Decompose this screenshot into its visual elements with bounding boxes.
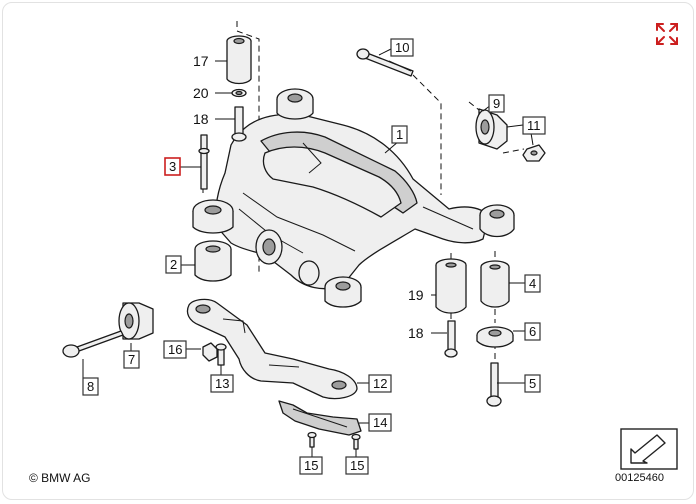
callout-part-15-right[interactable]: 15 [345, 456, 369, 475]
label-part-14: 14 [373, 415, 387, 430]
part-12-bracket [186, 298, 358, 400]
part-8-long-bolt [62, 330, 124, 358]
callout-part-14[interactable]: 14 [368, 413, 392, 432]
callout-part-15-left[interactable]: 15 [299, 456, 323, 475]
part-3-stud [198, 134, 210, 190]
arrow-icon [620, 428, 678, 470]
label-part-11: 11 [527, 118, 541, 133]
part-17-rubber-mount [226, 35, 252, 85]
part-15-screws [307, 431, 361, 450]
label-part-20: 20 [193, 85, 209, 101]
label-part-7: 7 [128, 352, 135, 367]
callout-part-1[interactable]: 1 [391, 125, 408, 144]
label-part-8: 8 [87, 379, 94, 394]
part-11-nut [522, 144, 546, 162]
label-part-13: 13 [215, 376, 229, 391]
label-part-9: 9 [493, 96, 500, 111]
callout-part-11[interactable]: 11 [522, 116, 546, 135]
part-7-bushing [118, 302, 154, 340]
expand-icon[interactable] [654, 21, 680, 47]
label-part-1: 1 [396, 127, 403, 142]
label-part-2: 2 [170, 257, 177, 272]
part-6-mount [476, 326, 514, 348]
part-10-long-bolt [356, 48, 414, 77]
document-number: 00125460 [615, 472, 664, 484]
part-20-washer [231, 88, 247, 98]
copyright-text: © BMW AG [29, 471, 91, 485]
part-5-bolt [486, 362, 502, 407]
callout-part-6[interactable]: 6 [524, 322, 541, 341]
callout-part-10[interactable]: 10 [390, 38, 414, 57]
callout-part-16[interactable]: 16 [163, 340, 187, 359]
rear-axle-subframe [192, 88, 515, 308]
label-part-15-right: 15 [350, 458, 364, 473]
label-part-16: 16 [168, 342, 182, 357]
callout-part-7[interactable]: 7 [123, 350, 140, 369]
part-18-bolt-lower [444, 320, 458, 358]
part-9-bushing [475, 108, 508, 150]
label-part-18-lower: 18 [408, 325, 424, 341]
part-4-bushing [480, 260, 510, 308]
label-part-12: 12 [373, 376, 387, 391]
callout-part-3[interactable]: 3 [164, 157, 181, 176]
part-16-nut [202, 342, 218, 362]
label-part-5: 5 [529, 376, 536, 391]
part-14-shield [278, 400, 362, 436]
label-part-10: 10 [395, 40, 409, 55]
part-18-bolt-upper [231, 106, 247, 142]
label-part-6: 6 [529, 324, 536, 339]
label-part-17: 17 [193, 53, 209, 69]
label-part-19: 19 [408, 287, 424, 303]
part-2-bushing [194, 240, 232, 282]
callout-part-12[interactable]: 12 [368, 374, 392, 393]
callout-part-9[interactable]: 9 [488, 94, 505, 113]
callout-part-4[interactable]: 4 [524, 274, 541, 293]
label-part-15-left: 15 [304, 458, 318, 473]
callout-part-8[interactable]: 8 [82, 377, 99, 396]
label-part-4: 4 [529, 276, 536, 291]
label-part-18-upper: 18 [193, 111, 209, 127]
label-part-3: 3 [169, 159, 176, 174]
callout-part-13[interactable]: 13 [210, 374, 234, 393]
callout-part-5[interactable]: 5 [524, 374, 541, 393]
callout-part-2[interactable]: 2 [165, 255, 182, 274]
part-19-bushing [435, 258, 467, 314]
part-13-bolt [215, 343, 227, 366]
parts-diagram: 17 20 18 19 18 10 9 11 1 3 2 4 6 16 7 13… [62, 21, 678, 475]
